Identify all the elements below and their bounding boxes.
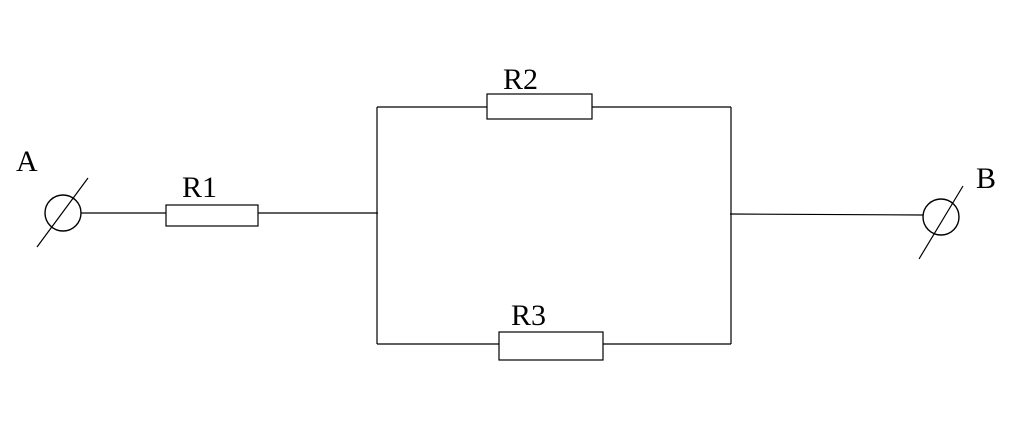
terminal-b: B xyxy=(918,162,996,260)
terminal-a-icon xyxy=(44,194,82,232)
terminal-a-slash xyxy=(36,177,89,248)
resistor-r3-label: R3 xyxy=(511,299,546,332)
terminal-b-label: B xyxy=(976,162,996,195)
terminal-a: A xyxy=(16,145,89,248)
resistor-r1-body xyxy=(165,204,259,227)
resistor-r2-label: R2 xyxy=(503,63,538,96)
wires xyxy=(80,106,924,345)
terminal-b-slash xyxy=(918,185,964,260)
resistor-r1: R1 xyxy=(165,171,259,227)
resistor-r2: R2 xyxy=(486,63,593,120)
resistor-r3-body xyxy=(498,331,604,361)
resistor-r2-body xyxy=(486,93,593,120)
resistor-r3: R3 xyxy=(498,299,604,361)
terminal-a-label: A xyxy=(16,145,38,178)
resistor-r1-label: R1 xyxy=(182,171,217,204)
wire-junction-right-to-b xyxy=(729,213,924,216)
terminal-b-icon xyxy=(922,198,960,236)
